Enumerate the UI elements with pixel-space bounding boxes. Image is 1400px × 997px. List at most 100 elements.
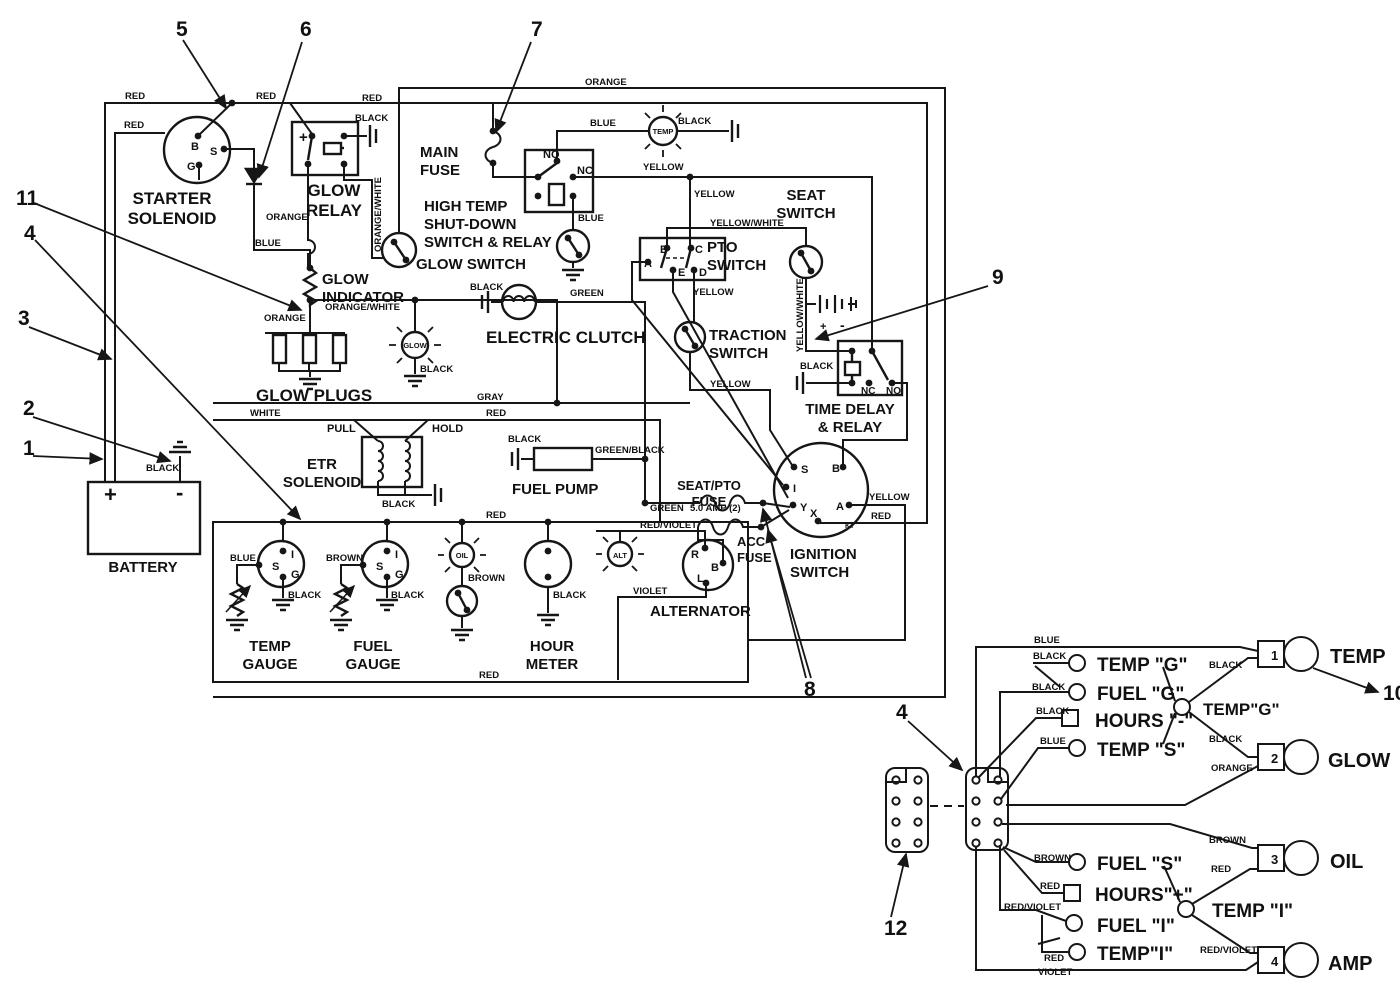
starter-solenoid-label: STARTER [132,189,211,208]
lamp-glow-label: GLOW [1328,750,1390,772]
terminal-dots [383,518,391,526]
alternator-label: ALTERNATOR [650,603,751,620]
wire-label-blue: BLUE [1040,736,1066,747]
terminal-label-i: I [395,549,398,561]
fuel-s-sender-wire [1002,846,1069,863]
terminal-dots [402,256,410,264]
terminal-dots [797,249,805,257]
fuel-gauge-symbol [329,584,356,613]
callout-4: 4 [896,701,908,724]
glow-switch-symbol [380,231,418,269]
terminal-dots [383,547,391,555]
connector-12-symbol [885,767,929,853]
connector-12-symbol [891,838,901,848]
indicator-lamp-2-glow [1283,739,1319,775]
ground-etr [433,484,443,506]
terminal-label-r: R [691,549,699,561]
callout-11-leader [33,202,303,312]
wire-label-5-0-amp-2-: 5.0 AMP (2) [690,503,741,514]
traction-switch-label: TRACTION [709,327,787,344]
glow-indicator-bus [310,299,558,403]
glow-plug-elements [301,333,318,365]
terminal-dots [308,132,316,140]
terminal-dots [641,455,649,463]
indicator-lamp-2-glow [1257,739,1319,775]
temp-i-junction-symbol [1163,865,1258,954]
callout-2-leader [32,416,172,464]
glow-plug-bottom [278,363,341,377]
wire-label-black: BLACK [1209,734,1242,745]
wire-label-white: WHITE [250,408,281,419]
wire-label-black: BLACK [553,590,586,601]
etr-solenoid-symbol [377,440,384,482]
glow-plug-elements [271,333,288,365]
orange-top-bus [213,87,946,698]
terminal-label-kt: KT [845,523,855,530]
terminal-dots [544,547,552,555]
terminal-dots [690,266,698,274]
connector-12-symbol [913,838,923,848]
alt-lamp-symbol [606,540,634,568]
wire-label-red: RED [362,93,382,104]
terminal-dots [534,192,542,200]
wire-label-yellow: YELLOW [710,379,751,390]
glow-indicator-label: GLOW [322,271,369,288]
fuel-g-sender-label: FUEL "G" [1097,684,1184,705]
wire-label-black: BLACK [391,590,424,601]
ground-temp-gauge-g [272,598,294,612]
terminal-dots [757,523,765,531]
terminal-dots [569,173,577,181]
glow-indicator-label: INDICATOR [322,289,404,306]
lamp-glyph-glow: GLOW [403,341,427,350]
connector-4-symbol [971,817,981,827]
fuel-gauge-label: GAUGE [345,656,400,673]
terminal-label-+: + [299,129,308,146]
hours-plus-terminal [1063,884,1081,902]
callout-2: 2 [23,397,35,420]
wire-label-red: RED [486,408,506,419]
fuel-i-sender-wire [999,845,1067,922]
terminal-dots [544,573,552,581]
terminal-dots [306,264,314,272]
wire-label-gray: GRAY [477,392,504,403]
terminal-dots [279,518,287,526]
violet-run [617,583,707,680]
glow-plugs-label: GLOW PLUGS [256,386,372,405]
wire-label-orange-white: ORANGE/WHITE [325,302,400,313]
temp-i-junction-symbol [1177,900,1195,918]
terminal-dots [687,244,695,252]
connector-4-symbol [993,775,1003,785]
orange-glow-lamp-wire [1006,765,1259,806]
wire-label-hold: HOLD [432,423,463,435]
traction-switch-symbol [673,320,707,354]
time-delay-relay-symbol [843,360,862,377]
terminal-label-a: A [836,501,844,513]
high-temp-relay-symbol [523,148,595,214]
wire-label-green-black: GREEN/BLACK [595,445,665,456]
terminal-label-b: B [191,141,199,153]
callout-4-leader [34,239,302,521]
wire-label-pull: PULL [327,423,356,435]
electric-clutch-symbol [500,283,538,321]
temp-i-sender-label: TEMP"I" [1097,944,1173,965]
terminal-label-s: S [376,561,383,573]
ground-ht-switch [562,268,584,282]
electric-clutch-symbol [500,283,538,321]
ground-oil-switch [451,628,473,642]
terminal-dots [489,127,497,135]
ground-symbols [169,120,805,642]
red-violet-run [596,530,706,548]
terminal-label-no: NO [543,149,560,161]
high-temp-label: HIGH TEMP [424,198,507,215]
hour-meter-label: METER [526,656,579,673]
callout-9-leader [814,285,989,342]
terminal-dots [194,99,896,614]
ground-battery [169,440,191,454]
ignition-switch-label: SWITCH [790,564,849,581]
connector-4-symbol [971,796,981,806]
terminal-dots [195,161,203,169]
terminal-dots [702,579,710,587]
glow-plug-elements [271,333,348,365]
terminal-dots [194,132,202,140]
terminal-dots [411,296,419,304]
